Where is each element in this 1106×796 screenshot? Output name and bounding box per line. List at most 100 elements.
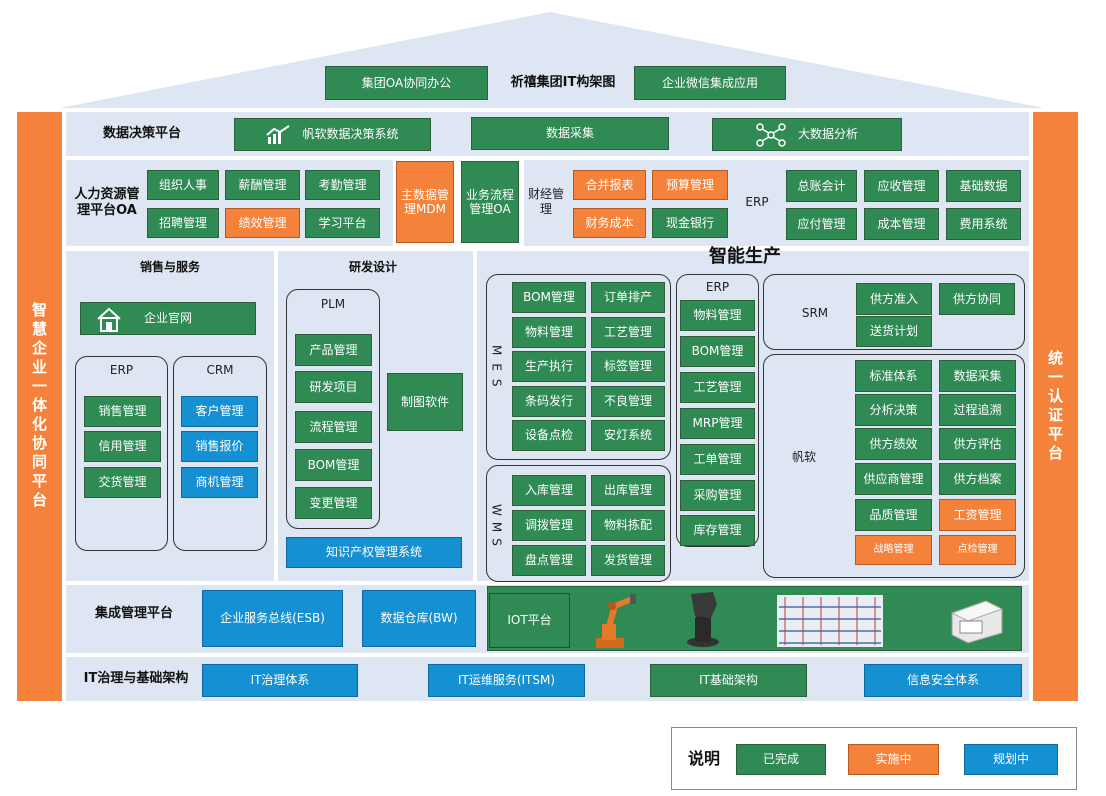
fanruan-bi-button[interactable]: 帆软数据决策系统	[234, 118, 431, 151]
erp-top-item-3[interactable]: 应付管理	[786, 208, 857, 240]
mes-item-8[interactable]: 设备点检	[512, 420, 586, 451]
plm-item-3[interactable]: BOM管理	[295, 449, 372, 481]
sales-erp-item-2[interactable]: 交货管理	[84, 467, 161, 498]
wechat-button[interactable]: 企业微信集成应用	[634, 66, 786, 100]
ip-button[interactable]: 知识产权管理系统	[286, 537, 462, 568]
mes-group	[486, 274, 671, 460]
bpm-button[interactable]: 业务流程管理OA	[461, 161, 519, 243]
mes-item-7[interactable]: 不良管理	[591, 386, 665, 417]
finance-item-0[interactable]: 合并报表	[573, 170, 646, 200]
fr-item-1[interactable]: 数据采集	[939, 360, 1016, 392]
bigdata-button[interactable]: 大数据分析	[712, 118, 902, 151]
smart-erp-item-5[interactable]: 采购管理	[680, 480, 755, 511]
fr-item-7[interactable]: 供方档案	[939, 463, 1016, 495]
erp-top-item-5[interactable]: 费用系统	[946, 208, 1021, 240]
fr-item-3[interactable]: 过程追溯	[939, 394, 1016, 426]
mes-item-0[interactable]: BOM管理	[512, 282, 586, 313]
crm-item-1[interactable]: 销售报价	[181, 431, 258, 462]
plm-item-2[interactable]: 流程管理	[295, 411, 372, 443]
wms-item-4[interactable]: 盘点管理	[512, 545, 586, 576]
esb-button[interactable]: 企业服务总线(ESB)	[202, 590, 343, 647]
srm-item-0[interactable]: 供方准入	[856, 283, 932, 315]
smart-erp-item-3[interactable]: MRP管理	[680, 408, 755, 439]
website-label: 企业官网	[143, 311, 192, 326]
hr-item-0[interactable]: 组织人事	[147, 170, 219, 200]
hr-item-5[interactable]: 学习平台	[305, 208, 380, 238]
hr-item-3[interactable]: 招聘管理	[147, 208, 219, 238]
plm-item-1[interactable]: 研发项目	[295, 371, 372, 403]
fr-item-4[interactable]: 供方绩效	[855, 428, 932, 460]
fr-item-2[interactable]: 分析决策	[855, 394, 932, 426]
srm-item-2[interactable]: 送货计划	[856, 316, 932, 347]
hr-label: 人力资源管理平台OA	[74, 187, 140, 218]
bw-button[interactable]: 数据仓库(BW)	[362, 590, 476, 647]
sales-erp-item-0[interactable]: 销售管理	[84, 396, 161, 427]
wms-label: WMS	[489, 504, 504, 552]
hr-item-1[interactable]: 薪酬管理	[225, 170, 300, 200]
smart-erp-item-1[interactable]: BOM管理	[680, 336, 755, 367]
fr-item-9[interactable]: 工资管理	[939, 499, 1016, 531]
fr-item-8[interactable]: 品质管理	[855, 499, 932, 531]
srm-item-1[interactable]: 供方协同	[939, 283, 1015, 315]
fr-item-5[interactable]: 供方评估	[939, 428, 1016, 460]
robot-arm-icon	[588, 588, 638, 654]
mes-item-9[interactable]: 安灯系统	[591, 420, 665, 451]
it-item-2[interactable]: IT基础架构	[650, 664, 807, 697]
crm-item-2[interactable]: 商机管理	[181, 467, 258, 498]
crm-title: CRM	[206, 362, 234, 377]
cad-button[interactable]: 制图软件	[387, 373, 463, 431]
scanner-icon	[683, 590, 723, 652]
erp-top-label: ERP	[745, 194, 769, 209]
wms-group	[486, 465, 671, 582]
mdm-button[interactable]: 主数据管理MDM	[396, 161, 454, 243]
finance-item-1[interactable]: 预算管理	[652, 170, 728, 200]
smart-erp-item-0[interactable]: 物料管理	[680, 300, 755, 331]
plm-item-4[interactable]: 变更管理	[295, 487, 372, 519]
it-item-3[interactable]: 信息安全体系	[864, 664, 1022, 697]
right-side-platform: 统一认证平台	[1033, 112, 1078, 701]
fr-item-10[interactable]: 战略管理	[855, 535, 932, 565]
data-collect-button[interactable]: 数据采集	[471, 117, 669, 150]
oa-collab-button[interactable]: 集团OA协同办公	[325, 66, 488, 100]
smart-erp-item-2[interactable]: 工艺管理	[680, 372, 755, 403]
it-item-1[interactable]: IT运维服务(ITSM)	[428, 664, 585, 697]
fanruan-label: 帆软	[791, 449, 816, 464]
sales-erp-item-1[interactable]: 信用管理	[84, 431, 161, 462]
fr-item-6[interactable]: 供应商管理	[855, 463, 932, 495]
plm-item-0[interactable]: 产品管理	[295, 334, 372, 366]
erp-top-item-0[interactable]: 总账会计	[786, 170, 857, 202]
mes-item-4[interactable]: 生产执行	[512, 351, 586, 382]
plm-title: PLM	[320, 296, 346, 311]
fr-item-0[interactable]: 标准体系	[855, 360, 932, 392]
wms-item-5[interactable]: 发货管理	[591, 545, 665, 576]
mes-item-1[interactable]: 订单排产	[591, 282, 665, 313]
bigdata-label: 大数据分析	[797, 127, 858, 142]
it-item-0[interactable]: IT治理体系	[202, 664, 358, 697]
wms-item-2[interactable]: 调拨管理	[512, 510, 586, 541]
wms-item-1[interactable]: 出库管理	[591, 475, 665, 506]
iot-button[interactable]: IOT平台	[489, 593, 570, 648]
hr-item-4[interactable]: 绩效管理	[225, 208, 300, 238]
erp-top-item-4[interactable]: 成本管理	[864, 208, 939, 240]
mes-item-6[interactable]: 条码发行	[512, 386, 586, 417]
fanruan-group	[763, 354, 1025, 578]
finance-item-3[interactable]: 现金银行	[652, 208, 728, 238]
fr-item-11[interactable]: 点检管理	[939, 535, 1016, 565]
mes-item-2[interactable]: 物料管理	[512, 317, 586, 348]
smart-erp-item-6[interactable]: 库存管理	[680, 515, 755, 546]
crm-item-0[interactable]: 客户管理	[181, 396, 258, 427]
wms-item-0[interactable]: 入库管理	[512, 475, 586, 506]
erp-top-item-2[interactable]: 基础数据	[946, 170, 1021, 202]
wms-item-3[interactable]: 物料拣配	[591, 510, 665, 541]
fanruan-bi-label: 帆软数据决策系统	[302, 127, 399, 142]
decision-label: 数据决策平台	[102, 126, 181, 142]
website-button[interactable]: 企业官网	[80, 302, 256, 335]
smart-erp-item-4[interactable]: 工单管理	[680, 444, 755, 475]
legend-doing: 实施中	[848, 744, 939, 775]
plm-group	[286, 289, 380, 529]
hr-item-2[interactable]: 考勤管理	[305, 170, 380, 200]
erp-top-item-1[interactable]: 应收管理	[864, 170, 939, 202]
finance-item-2[interactable]: 财务成本	[573, 208, 646, 238]
mes-item-3[interactable]: 工艺管理	[591, 317, 665, 348]
mes-item-5[interactable]: 标签管理	[591, 351, 665, 382]
